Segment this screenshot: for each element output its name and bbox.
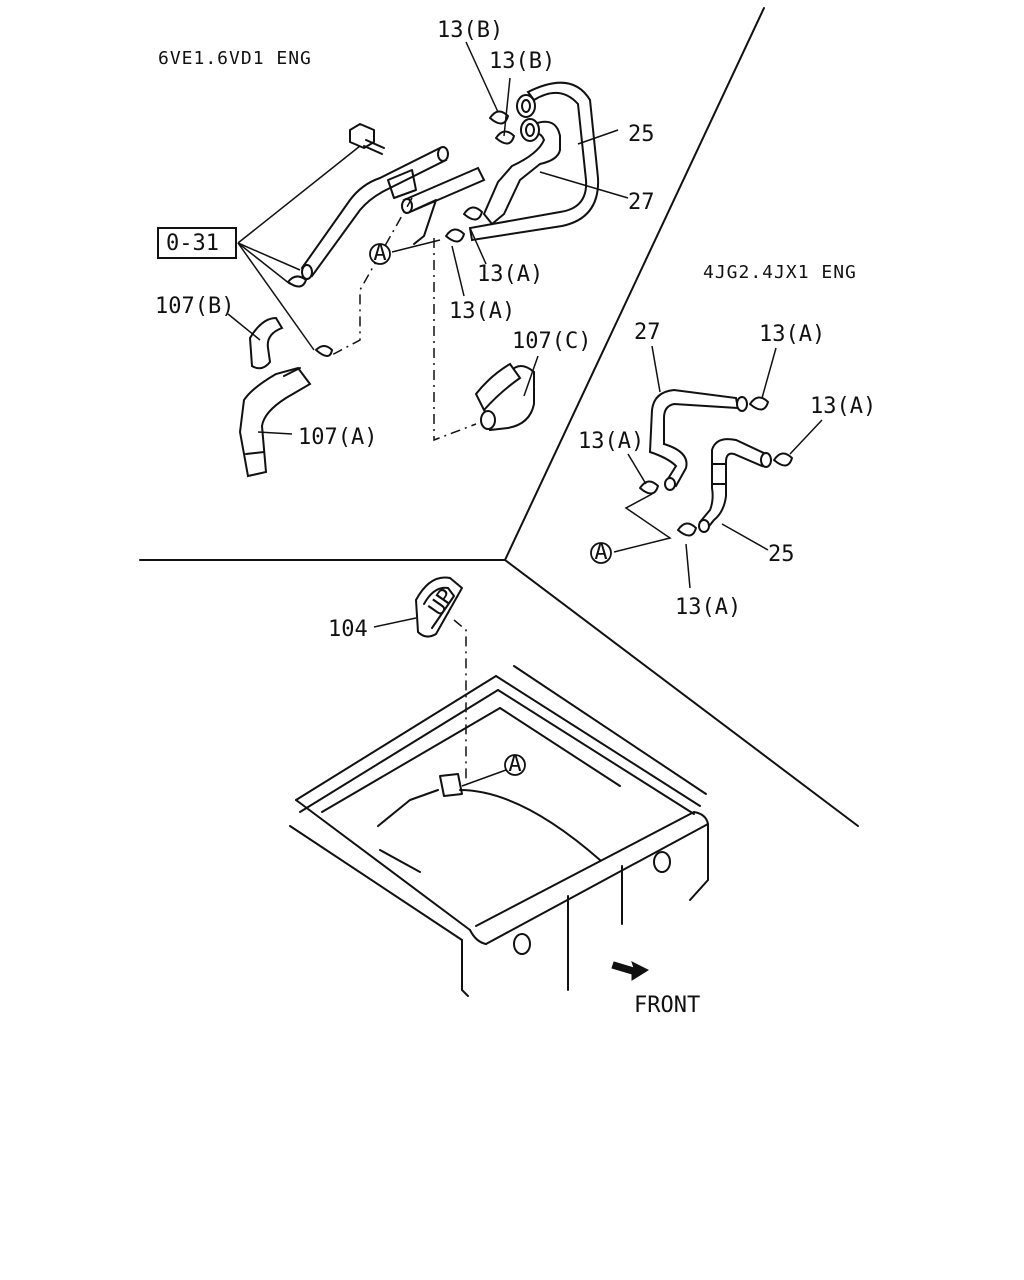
section-title-4jg2: 4JG2.4JX1 ENG: [703, 262, 857, 283]
marker-a-left: A: [369, 241, 391, 266]
front-arrow-icon: [611, 961, 650, 981]
section-dividers: [139, 7, 859, 827]
callout-13b-top: 13(B): [437, 18, 503, 43]
callout-107a: 107(A): [298, 425, 377, 450]
marker-a-left-text: A: [373, 241, 386, 266]
marker-a-bottom: A: [504, 752, 526, 777]
callout-13b-2: 13(B): [489, 49, 555, 74]
callout-27-right: 27: [634, 320, 661, 345]
marker-a-bottom-text: A: [508, 752, 521, 777]
floor-panel: [289, 576, 709, 997]
callout-0-31: 0-31: [166, 231, 219, 256]
callout-25-left: 25: [628, 122, 655, 147]
callout-13a-r4: 13(A): [675, 595, 741, 620]
callout-box-0-31: [157, 227, 237, 259]
hose-assembly-4jg2: [613, 345, 823, 589]
marker-a-right: A: [590, 540, 612, 565]
callout-104: 104: [328, 617, 368, 642]
callout-13a-r2: 13(A): [810, 394, 876, 419]
callout-13a-2: 13(A): [449, 299, 515, 324]
grommet-up-mark: UP: [424, 585, 460, 621]
section-title-6ve1: 6VE1.6VD1 ENG: [158, 48, 312, 69]
callout-13a-1: 13(A): [477, 262, 543, 287]
callout-27-left: 27: [628, 190, 655, 215]
front-label: FRONT: [634, 993, 700, 1018]
hose-107-set: [227, 313, 539, 478]
marker-a-right-text: A: [594, 540, 607, 565]
pipe-assembly-6ve1: [237, 123, 486, 357]
callout-107b: 107(B): [155, 294, 234, 319]
callout-13a-r3: 13(A): [578, 429, 644, 454]
callout-107c: 107(C): [512, 329, 591, 354]
callout-25-right: 25: [768, 542, 795, 567]
hose-25-27-left: [391, 41, 629, 442]
callout-13a-r1: 13(A): [759, 322, 825, 347]
